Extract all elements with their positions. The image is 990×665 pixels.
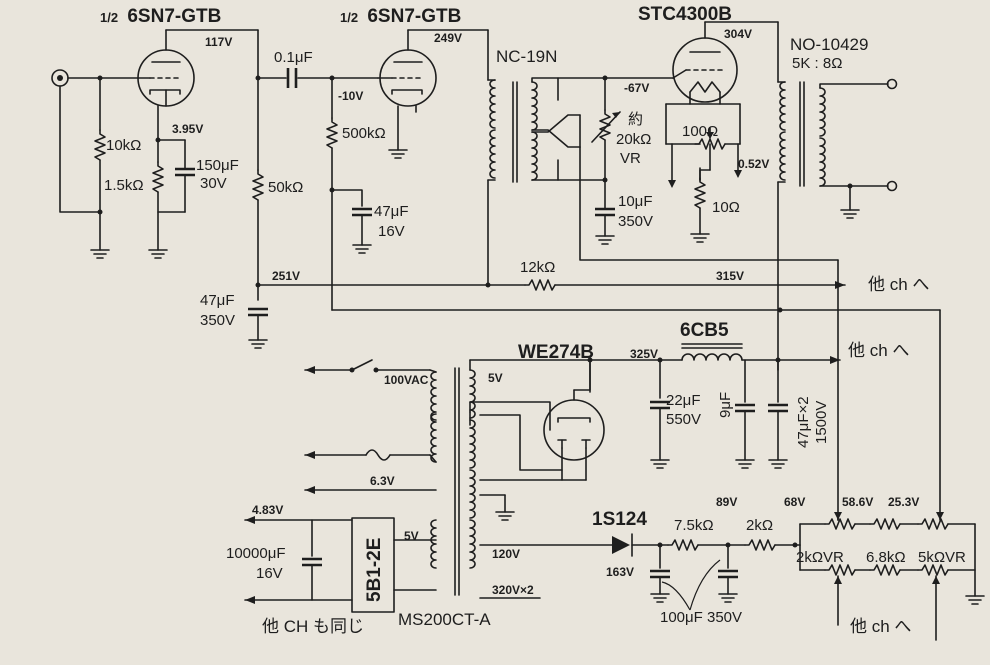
c-22u-voltage: 550V: [666, 411, 701, 428]
input-jack[interactable]: [51, 69, 69, 87]
c-47u-350-voltage: 350V: [200, 312, 235, 329]
rectifier-tube-symbol: [543, 399, 605, 461]
winding-320-label: 320V×2: [492, 583, 534, 597]
r-15k-label: 1.5kΩ: [104, 177, 144, 194]
ac-100-voltage: 100VAC: [384, 373, 429, 387]
tube-v3-name: STC4300B: [638, 4, 732, 25]
c-47u-16-label: 47μF: [374, 203, 409, 220]
power-switch[interactable]: [349, 359, 379, 373]
r-500k-label: 500kΩ: [342, 125, 386, 142]
c-150u-voltage: 30V: [200, 175, 227, 192]
r-100-label: 100Ω: [682, 123, 718, 140]
bias-253-voltage: 25.3V: [888, 495, 919, 509]
bias-586-voltage: 58.6V: [842, 495, 873, 509]
filament-5v-label: 5V: [404, 529, 419, 543]
note-other-ch-1: 他 ch へ: [868, 275, 929, 294]
b-315-voltage: 315V: [716, 269, 744, 283]
tube-v2-fraction: 1/2: [340, 10, 358, 25]
v2-plate-voltage: 249V: [434, 31, 462, 45]
vr-20k-label: 20kΩ: [616, 131, 651, 148]
power-transformer-name: MS200CT-A: [398, 610, 491, 629]
bias-89-voltage: 89V: [716, 495, 737, 509]
bias-163-voltage: 163V: [606, 565, 634, 579]
v3-grid-voltage: -67V: [624, 81, 649, 95]
winding-63-label: 6.3V: [370, 474, 395, 488]
vr-5k-label: 5kΩVR: [918, 549, 966, 566]
c-100u-label: 100μF 350V: [660, 609, 742, 626]
output-transformer: [779, 81, 826, 187]
c-01u-label: 0.1μF: [274, 49, 313, 66]
choke-name: 6CB5: [680, 320, 729, 341]
c-10000u-label: 10000μF: [226, 545, 286, 562]
vr-approx-label: 約: [628, 111, 643, 128]
v2-grid-voltage: -10V: [338, 89, 363, 103]
rect-block-5b1-2e: 5B1-2E: [351, 517, 395, 613]
c-10000u-voltage: 16V: [256, 565, 283, 582]
speaker-terminal-hot[interactable]: [886, 78, 898, 90]
b-251-voltage: 251V: [272, 269, 300, 283]
rect-block-name: 5B1-2E: [364, 538, 385, 602]
b-325-voltage: 325V: [630, 347, 658, 361]
v1-cathode-voltage: 3.95V: [172, 122, 203, 136]
r-10-label: 10Ω: [712, 199, 740, 216]
c-47x2-voltage: 1500V: [813, 401, 830, 444]
c-47u-350-label: 47μF: [200, 292, 235, 309]
diode-1s124: [612, 533, 633, 557]
r-2k-label: 2kΩ: [746, 517, 773, 534]
dc-483-voltage: 4.83V: [252, 503, 283, 517]
diode-name: 1S124: [592, 509, 647, 530]
interstage-name: NC-19N: [496, 47, 557, 66]
r-75k-label: 7.5kΩ: [674, 517, 714, 534]
note-other-ch-2: 他 ch へ: [848, 341, 909, 360]
interstage-transformer: [489, 79, 538, 183]
r-68k-label: 6.8kΩ: [866, 549, 906, 566]
filter-choke: [681, 343, 743, 361]
bias-68-voltage: 68V: [784, 495, 805, 509]
vr-2k-label: 2kΩVR: [796, 549, 844, 566]
r-12k-label: 12kΩ: [520, 259, 555, 276]
c-9u-label: 9μF: [717, 392, 734, 418]
c-10u-label: 10μF: [618, 193, 653, 210]
output-transformer-name: NO-10429: [790, 35, 868, 54]
c-10u-voltage: 350V: [618, 213, 653, 230]
c-47x2-label: 47μF×2: [795, 396, 812, 448]
rectifier-name: WE274B: [518, 342, 594, 363]
tube-v3-symbol: [672, 37, 738, 103]
power-transformer: [430, 367, 476, 596]
tube-v1-name: 6SN7-GTB: [127, 6, 221, 27]
speaker-terminal-ground[interactable]: [886, 180, 898, 192]
output-transformer-ratio: 5K : 8Ω: [792, 55, 842, 72]
svg-text:1/2 6SN7-GTB: 1/2 6SN7-GTB: [340, 6, 461, 27]
r-50k-label: 50kΩ: [268, 179, 303, 196]
note-same-other-ch: 他 CH も同じ: [262, 617, 364, 636]
tube-v2-symbol: [377, 49, 437, 107]
v3-plate-voltage: 304V: [724, 27, 752, 41]
tube-v1-fraction: 1/2: [100, 10, 118, 25]
fuse: [365, 449, 391, 461]
winding-5v-label: 5V: [488, 371, 503, 385]
v3-cathode-voltage: 0.52V: [738, 157, 769, 171]
svg-text:1/2 6SN7-GTB: 1/2 6SN7-GTB: [100, 6, 221, 27]
winding-120-label: 120V: [492, 547, 520, 561]
r-10k-label: 10kΩ: [106, 137, 141, 154]
tube-v2-name: 6SN7-GTB: [367, 6, 461, 27]
c-47u-16-voltage: 16V: [378, 223, 405, 240]
c-150u-label: 150μF: [196, 157, 239, 174]
v1-plate-voltage: 117V: [205, 35, 232, 49]
c-22u-label: 22μF: [666, 392, 701, 409]
note-other-ch-3: 他 ch へ: [850, 617, 911, 636]
vr-20k-tag: VR: [620, 150, 641, 167]
